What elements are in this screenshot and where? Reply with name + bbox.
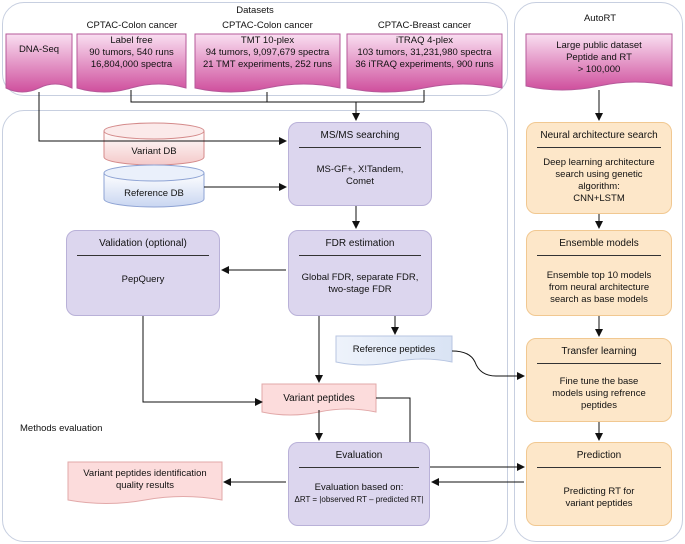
evaluation-line1: Evaluation based on: <box>314 482 404 493</box>
transfer-line3: peptides <box>581 400 617 411</box>
evaluation-box: Evaluation Evaluation based on: ΔRT = |o… <box>288 442 430 526</box>
colon-tmt-subheading: TMT 10-plex <box>240 35 295 46</box>
reference-db-shape <box>103 164 205 208</box>
fdr-line1: Global FDR, separate FDR, <box>301 272 419 283</box>
transfer-line2: models using refrence <box>552 388 646 399</box>
colon-label-free-shape <box>76 33 187 93</box>
results-shape <box>67 461 223 504</box>
dna-seq-label: DNA-Seq <box>18 44 60 55</box>
colon-label-free-heading: CPTAC-Colon cancer <box>86 20 178 31</box>
msms-line1: MS-GF+, X!Tandem, <box>316 164 404 175</box>
public-dataset-line2: Peptide and RT <box>566 52 632 63</box>
colon-label-free-line1: 90 tumors, 540 runs <box>89 47 174 58</box>
public-dataset-line3: > 100,000 <box>577 64 621 75</box>
results-text: Variant peptides identification quality … <box>68 468 222 492</box>
breast-itraq-text: iTRAQ 4-plex 103 tumors, 31,231,980 spec… <box>344 35 505 71</box>
transfer-learning-box: Transfer learning Fine tune the base mod… <box>526 338 672 422</box>
datasets-panel <box>2 2 508 96</box>
variant-db-shape <box>103 122 205 166</box>
fdr-body: Global FDR, separate FDR, two-stage FDR <box>289 256 431 296</box>
colon-label-free-subheading: Label free <box>110 35 153 46</box>
ensemble-body: Ensemble top 10 models from neural archi… <box>527 256 671 306</box>
validation-title: Validation (optional) <box>77 231 209 256</box>
nas-line2: search using genetic <box>555 169 643 180</box>
nas-line4: CNN+LSTM <box>573 193 625 204</box>
msms-line2: Comet <box>346 176 374 187</box>
ensemble-line2: from neural architecture <box>548 282 650 293</box>
ensemble-box: Ensemble models Ensemble top 10 models f… <box>526 230 672 316</box>
ensemble-title: Ensemble models <box>537 231 661 256</box>
breast-itraq-line1: 103 tumors, 31,231,980 spectra <box>357 47 492 58</box>
nas-line1: Deep learning architecture <box>543 157 655 168</box>
colon-tmt-heading: CPTAC-Colon cancer <box>222 20 313 31</box>
public-dataset-shape <box>525 33 673 91</box>
colon-label-free-text: Label free 90 tumors, 540 runs 16,804,00… <box>77 35 186 71</box>
prediction-line2: variant peptides <box>565 498 633 509</box>
msms-body: MS-GF+, X!Tandem, Comet <box>289 148 431 188</box>
fdr-estimation-box: FDR estimation Global FDR, separate FDR,… <box>288 230 432 316</box>
variant-peptides-label: Variant peptides <box>283 393 355 404</box>
colon-tmt-line2: 21 TMT experiments, 252 runs <box>202 59 332 70</box>
prediction-body: Predicting RT for variant peptides <box>527 468 671 510</box>
prediction-box: Prediction Predicting RT for variant pep… <box>526 442 672 526</box>
nas-body: Deep learning architecture search using … <box>527 148 671 205</box>
evaluation-title: Evaluation <box>299 443 419 468</box>
dna-seq-shape <box>5 33 73 93</box>
colon-label-free-line2: 16,804,000 spectra <box>90 59 173 70</box>
datasets-title: Datasets <box>236 5 274 16</box>
prediction-line1: Predicting RT for <box>563 486 635 497</box>
breast-itraq-shape <box>346 33 503 93</box>
prediction-title: Prediction <box>537 443 661 468</box>
colon-tmt-text: TMT 10-plex 94 tumors, 9,097,679 spectra… <box>192 35 343 71</box>
ensemble-line1: Ensemble top 10 models <box>546 270 652 281</box>
variant-db-label: Variant DB <box>131 146 177 157</box>
reference-peptides-label: Reference peptides <box>352 344 436 355</box>
breast-itraq-heading: CPTAC-Breast cancer <box>377 20 472 31</box>
validation-box: Validation (optional) PepQuery <box>66 230 220 316</box>
validation-body: PepQuery <box>121 274 165 285</box>
nas-title: Neural architecture search <box>537 123 661 148</box>
breast-itraq-subheading: iTRAQ 4-plex <box>395 35 453 46</box>
msms-searching-box: MS/MS searching MS-GF+, X!Tandem, Comet <box>288 122 432 206</box>
breast-itraq-line2: 36 iTRAQ experiments, 900 runs <box>355 59 494 70</box>
autort-title: AutoRT <box>583 13 617 24</box>
transfer-line1: Fine tune the base <box>559 376 639 387</box>
evaluation-line2: ΔRT = |observed RT – predicted RT| <box>294 495 424 504</box>
public-dataset-line1: Large public dataset <box>556 40 642 51</box>
methods-evaluation-label: Methods evaluation <box>20 423 103 434</box>
transfer-body: Fine tune the base models using refrence… <box>527 364 671 412</box>
colon-tmt-line1: 94 tumors, 9,097,679 spectra <box>205 47 330 58</box>
reference-db-label: Reference DB <box>124 188 184 199</box>
fdr-line2: two-stage FDR <box>328 284 392 295</box>
nas-box: Neural architecture search Deep learning… <box>526 122 672 214</box>
msms-title: MS/MS searching <box>299 123 421 148</box>
reference-peptides-shape <box>335 335 453 366</box>
transfer-title: Transfer learning <box>537 339 661 364</box>
nas-line3: algorithm: <box>578 181 620 192</box>
colon-tmt-shape <box>194 33 341 93</box>
results-line2: quality results <box>115 480 175 491</box>
public-dataset-text: Large public dataset Peptide and RT > 10… <box>526 40 672 76</box>
methods-evaluation-panel <box>2 110 508 542</box>
autort-panel <box>514 2 683 542</box>
fdr-title: FDR estimation <box>299 231 421 256</box>
ensemble-line3: search as base models <box>550 294 648 305</box>
evaluation-body: Evaluation based on: ΔRT = |observed RT … <box>289 468 429 506</box>
results-line1: Variant peptides identification <box>83 468 207 479</box>
